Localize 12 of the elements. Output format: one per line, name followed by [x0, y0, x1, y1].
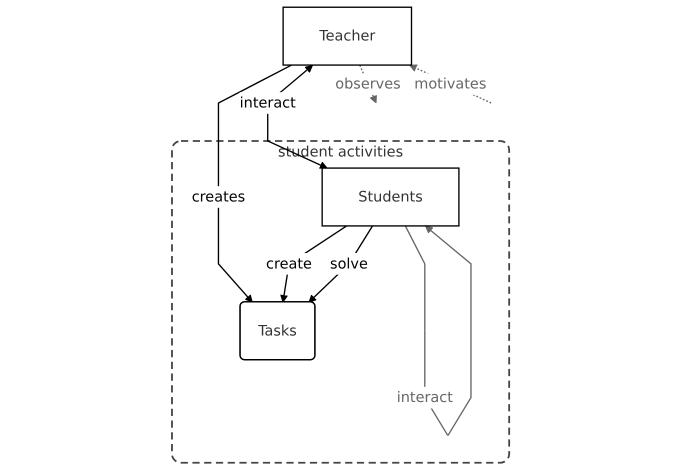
node-box: Teacher: [282, 6, 412, 66]
edge-label: interact: [396, 388, 453, 406]
edge-label: interact: [240, 94, 296, 112]
edge-label: motivates: [414, 75, 486, 92]
edge-label: solve: [330, 254, 368, 272]
arrow: [308, 226, 374, 303]
edge-label: creates: [192, 188, 246, 206]
arrow: [218, 64, 292, 303]
arrow: [409, 64, 492, 104]
node-box: Students: [321, 167, 460, 227]
edge-label: observes: [335, 75, 401, 92]
edge-label: create: [266, 254, 312, 272]
